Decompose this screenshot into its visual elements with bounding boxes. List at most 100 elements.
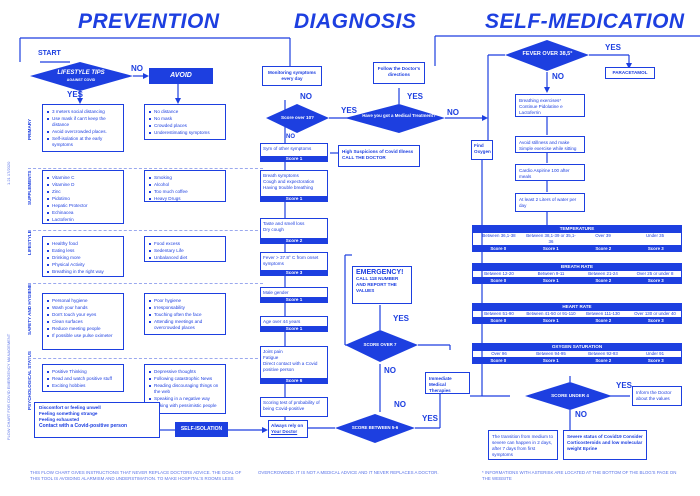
list-item: Attending meetings and overcrowded place… (148, 319, 222, 331)
table-score: Score 0 (490, 246, 507, 251)
score-between-no: NO (394, 400, 406, 409)
list-item: Wash your hands (46, 305, 120, 311)
table-score: Score 0 (490, 358, 507, 363)
table-cell: Between 12-20 (484, 271, 514, 276)
avoid-hygiene-box: Poor hygiene Irresponsability Touching o… (144, 293, 226, 335)
table-score: Score 2 (595, 358, 612, 363)
do-primary-box: 3 meters social distancing Use mask if c… (42, 104, 124, 152)
score-item: Taste and smell loss (263, 221, 305, 226)
table-cell: Over 96 (491, 351, 507, 356)
table-cell: Between 92-93 (588, 351, 618, 356)
list-item: Underestimating symptoms (148, 130, 222, 136)
table-title: BREATH RATE (472, 263, 682, 270)
score-item: Having trouble breathing (263, 185, 314, 190)
list-item: Alcohol (148, 182, 222, 188)
list-item: Smoking (148, 175, 222, 181)
list-item: Zinc (46, 189, 120, 195)
table-score: Score 1 (542, 246, 559, 251)
header-prevention: PREVENTION (78, 10, 220, 33)
score-between-yes: YES (422, 414, 439, 423)
fever-diamond (505, 40, 589, 71)
header-self-medication: SELF-MEDICATION (485, 10, 685, 33)
score-item: Breath symptoms (263, 173, 299, 178)
list-item: Echinacea (46, 210, 120, 216)
table-score: Score 3 (647, 246, 664, 251)
do-psych-box: Positive Thinking Read and watch positiv… (42, 364, 124, 392)
side-label-safety: SAFETY AND HYGIENE (27, 283, 32, 335)
med-cardio-box: Cardio Aspirine 100 after meals (515, 164, 585, 181)
start-label: START (38, 50, 61, 57)
med-item: Breathing exercises* (519, 98, 562, 103)
table-score: Score 3 (647, 318, 664, 323)
table-score: Score 0 (490, 278, 507, 283)
table-title: TEMPERATURE (472, 225, 682, 232)
list-item: Personal hygiene (46, 298, 120, 304)
monitoring-no: NO (300, 92, 312, 101)
heart-rate-table: HEART RATE Between 51-90 Between 41-50 o… (472, 303, 682, 324)
list-item: Speaking in a negative way (148, 396, 222, 402)
footer-mid: OVERCROWDED. IT IS NOT A MEDICAL ADVICE … (258, 470, 439, 475)
your-doctor-text: Your Doctor (271, 429, 298, 434)
fever-no: NO (552, 72, 564, 81)
list-item: 3 meters social distancing (46, 109, 120, 115)
score-under-4-diamond (525, 382, 612, 410)
score-between-diamond (335, 414, 415, 443)
call-doctor-text: CALL THE DOCTOR (342, 155, 386, 160)
fever-label: FEVER OVER 38,5° (522, 51, 573, 57)
do-supplements-box: Vitamine C Vitamine D Zinc Pidotimo Hepa… (42, 170, 124, 224)
score-item: Fever > 37.8° C from onset symptoms (263, 255, 319, 266)
oxygen-table: OXYGEN SATURATION Over 96 Between 94-95 … (472, 343, 682, 364)
header-diagnosis: DIAGNOSIS (294, 10, 417, 33)
side-label-supplements: SUPPLEMENTS (27, 170, 32, 205)
table-title: HEART RATE (472, 303, 682, 310)
list-item: Don't touch your eyes (46, 312, 120, 318)
side-label-lifestyle: LIFESTYLE (27, 230, 32, 255)
score-item: Age over 44 years (263, 319, 301, 324)
list-item: Reading discouraging things on the web (148, 383, 222, 395)
score-badge: Score 2 (260, 238, 328, 244)
list-item: If possible use pulse oximeter (46, 333, 120, 339)
emergency-text: CALL 118 NUMBER AND REPORT THE VALUES (356, 276, 399, 293)
discomfort-line: Feeling exhausted (39, 417, 80, 422)
always-rely-box: Always rely on Your Doctor (268, 420, 308, 438)
score-item: Dry cough (263, 227, 284, 232)
separator (28, 283, 263, 284)
score-under-4-no: NO (575, 410, 587, 419)
score-over-10-yes: YES (341, 106, 358, 115)
list-item: Depressive thoughts (148, 369, 222, 375)
list-item: Crowded places (148, 123, 222, 129)
score-badge: Score 1 (260, 297, 328, 303)
table-score: Score 1 (542, 358, 559, 363)
lifestyle-no: NO (131, 64, 143, 73)
score-over-10-label: Score over 10? (281, 115, 314, 120)
list-item: Lactoferrin (46, 217, 120, 223)
list-item: Read and watch positive stuff (46, 376, 120, 382)
table-score: Score 0 (490, 318, 507, 323)
monitoring-box: Monitoring symptoms every day (262, 66, 322, 86)
med-water-box: At least 2 Liters of water per day (515, 193, 585, 212)
score-between-label: SCORE BETWEEN 5-6 (351, 425, 399, 430)
score-badge: Score 3 (260, 270, 328, 276)
do-lifestyle-box: Healthy food Eating less Drinking more P… (42, 236, 124, 277)
table-score: Score 1 (542, 278, 559, 283)
footer-left: THIS FLOW CHART GIVES INSTRUCTIONS THAT … (30, 470, 242, 481)
list-item: Irresponsability (148, 305, 222, 311)
list-item: Food excess (148, 241, 222, 247)
follow-doctor-box: Follow the Doctor's directions (373, 62, 425, 84)
side-label-primary: PRIMARY (27, 118, 32, 140)
discomfort-line: Discomfort or feeling unwell (39, 405, 101, 410)
separator (28, 168, 263, 169)
score-under-4-label: SCORE UNDER 4 (551, 393, 589, 398)
fever-yes: YES (605, 43, 622, 52)
self-isolation-box: SELF-ISOLATION (175, 422, 228, 437)
list-item: Unbalanced diet (148, 255, 222, 261)
table-cell: Between 51-90 (484, 311, 514, 316)
med-item: Continue Pidolatine e Lactoferrin (519, 104, 563, 115)
avoid-supplements-box: Smoking Alcohol Too much coffee Heavy Dr… (144, 170, 226, 202)
table-score: Score 3 (647, 278, 664, 283)
immediate-box: Immediate Medical Therapies (425, 372, 470, 394)
side-label-psychological: PSYCHOLOGICAL STATUS (27, 351, 32, 410)
table-score: Score 1 (542, 318, 559, 323)
list-item: Following catastrophic News (148, 376, 222, 382)
